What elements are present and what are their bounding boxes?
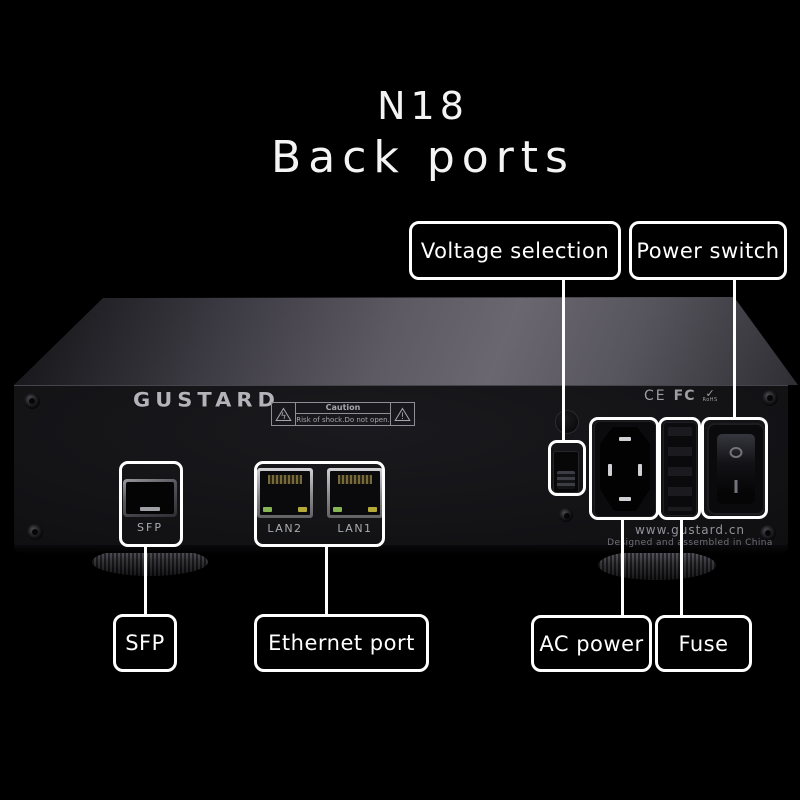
callout-line-sfp — [144, 547, 147, 615]
warning-triangle-icon: ! — [389, 403, 414, 425]
fcc-mark-icon: FC — [673, 388, 696, 404]
voltage-selector-knob — [557, 471, 575, 489]
callout-label-power-switch: Power switch — [629, 221, 787, 280]
website-text: www.gustard.cn — [634, 523, 746, 537]
callout-box-voltage — [548, 440, 586, 496]
access-hole — [555, 410, 579, 434]
brand-logo: GUSTARD — [133, 388, 280, 412]
page-title: N18 — [377, 84, 469, 128]
caution-text: Risk of shock.Do not open. — [296, 416, 390, 424]
power-on-symbol — [734, 480, 738, 493]
fuse-holder — [663, 422, 697, 516]
certification-marks: CE FC ✓ RoHS — [644, 388, 718, 404]
ac-pin — [619, 437, 631, 441]
caution-label: ϟ Caution Risk of shock.Do not open. ! — [271, 402, 415, 426]
screw-icon — [24, 393, 40, 409]
svg-text:ϟ: ϟ — [281, 412, 287, 422]
callout-label-ethernet-port: Ethernet port — [254, 614, 429, 672]
screw-icon — [760, 525, 776, 541]
rj45-pins — [268, 475, 302, 484]
power-off-symbol — [729, 447, 743, 458]
ce-mark-icon: CE — [644, 388, 667, 404]
lan2-silkscreen: LAN2 — [267, 522, 303, 535]
lan1-silkscreen: LAN1 — [337, 522, 373, 535]
ac-pin — [638, 464, 642, 476]
ac-pin — [619, 497, 631, 501]
sfp-silkscreen: SFP — [137, 521, 163, 534]
lan-led-green — [263, 507, 272, 512]
callout-label-voltage-selection: Voltage selection — [409, 221, 621, 280]
origin-text: Designed and assembled in China — [607, 538, 773, 548]
lan-led-green — [333, 507, 342, 512]
lan1-port — [327, 468, 383, 518]
callout-label-ac-power: AC power — [531, 615, 652, 672]
lan-led-yellow — [368, 507, 377, 512]
screw-icon — [27, 524, 43, 540]
callout-box-fuse — [658, 417, 701, 520]
device-foot-right — [598, 550, 716, 580]
callout-line-ethernet — [325, 547, 328, 615]
callout-box-ac — [589, 417, 659, 520]
callout-box-sfp — [119, 461, 183, 547]
lan-led-yellow — [298, 507, 307, 512]
power-rocker-switch — [707, 423, 765, 515]
page-subtitle: Back ports — [271, 132, 575, 183]
callout-line-ac — [621, 520, 624, 616]
rocker-button — [717, 434, 755, 504]
fuse-drawer — [668, 427, 692, 511]
callout-line-fuse — [680, 520, 683, 616]
rohs-mark-icon: ✓ RoHS — [702, 387, 718, 403]
caution-heading: Caution — [296, 403, 390, 414]
voltage-selector-switch — [553, 451, 579, 493]
sfp-cage-opening — [126, 482, 174, 514]
callout-label-sfp: SFP — [113, 614, 177, 672]
chassis-top-face — [14, 297, 798, 385]
sfp-latch — [140, 507, 160, 511]
ac-pin — [608, 464, 612, 476]
ac-inlet — [594, 421, 656, 517]
rj45-pins — [338, 475, 372, 484]
svg-text:!: ! — [401, 412, 405, 422]
callout-box-ethernet — [254, 461, 385, 547]
callout-line-voltage — [562, 280, 565, 440]
ac-inlet-recess — [600, 427, 650, 511]
screw-icon — [762, 390, 778, 406]
callout-line-power — [733, 280, 736, 417]
lan2-port — [257, 468, 313, 518]
sfp-port — [123, 479, 177, 517]
screw-icon — [559, 508, 573, 522]
shock-triangle-icon: ϟ — [272, 403, 297, 425]
callout-box-power — [701, 417, 768, 519]
callout-label-fuse: Fuse — [655, 615, 752, 672]
chassis-bottom-edge — [14, 545, 788, 553]
